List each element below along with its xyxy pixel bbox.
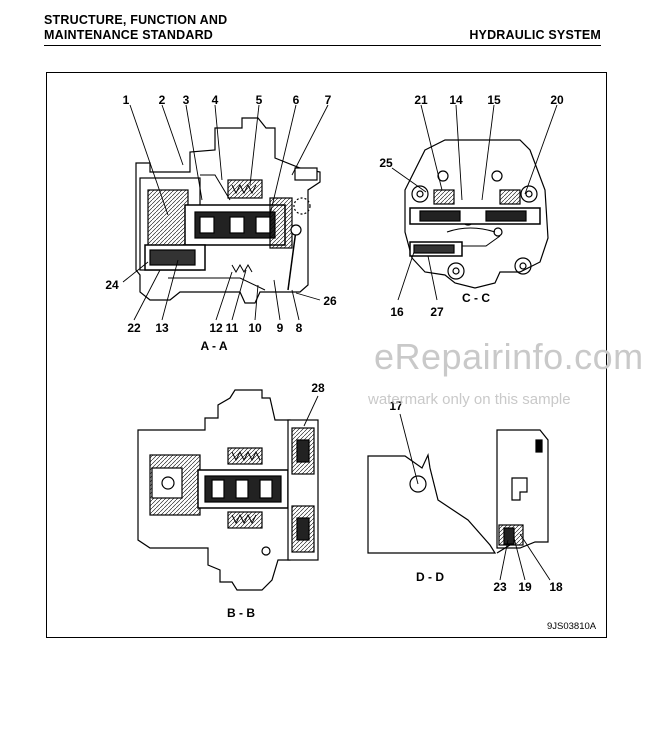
callout-10: 10 [248, 321, 262, 335]
callout-22: 22 [127, 321, 141, 335]
callout-28: 28 [311, 381, 325, 395]
callout-17: 17 [389, 399, 403, 413]
header-rule [44, 45, 601, 46]
callout-4: 4 [212, 93, 219, 107]
callout-24: 24 [105, 278, 119, 292]
header-section-title: STRUCTURE, FUNCTION AND MAINTENANCE STAN… [44, 13, 227, 43]
callout-15: 15 [487, 93, 501, 107]
callout-13: 13 [155, 321, 169, 335]
view-c-c-drawing [404, 139, 549, 289]
watermark-note: watermark only on this sample [368, 391, 571, 408]
header-system-name: HYDRAULIC SYSTEM [469, 28, 601, 42]
callout-9: 9 [277, 321, 284, 335]
view-title-a-a: A - A [200, 339, 227, 353]
view-c-c-leaders [391, 104, 558, 301]
view-d-d-callouts: 17 23 19 18 [389, 399, 563, 594]
callout-21: 21 [414, 93, 428, 107]
view-title-d-d: D - D [416, 570, 444, 584]
header-title-line-1: STRUCTURE, FUNCTION AND [44, 13, 228, 27]
figure-code: 9JS03810A [547, 621, 597, 632]
callout-5: 5 [256, 93, 263, 107]
callout-23: 23 [493, 580, 507, 594]
figure-frame [46, 72, 607, 638]
view-d-d-leaders [399, 413, 551, 581]
callout-6: 6 [293, 93, 300, 107]
callout-20: 20 [550, 93, 564, 107]
callout-7: 7 [325, 93, 332, 107]
view-b-b-leaders [303, 395, 319, 427]
callout-25: 25 [379, 156, 393, 170]
callout-12: 12 [209, 321, 223, 335]
callout-16: 16 [390, 305, 404, 319]
callout-2: 2 [159, 93, 166, 107]
callout-26: 26 [323, 294, 337, 308]
view-b-b-callouts: 28 [311, 381, 325, 395]
callout-27: 27 [430, 305, 444, 319]
view-a-a-leaders [122, 104, 329, 321]
callout-8: 8 [296, 321, 303, 335]
header-title-line-2: MAINTENANCE STANDARD [44, 28, 214, 42]
callout-19: 19 [518, 580, 532, 594]
view-a-a-drawing [135, 117, 321, 304]
callout-11: 11 [226, 321, 239, 335]
callout-3: 3 [183, 93, 190, 107]
view-a-a-callouts: 1 2 3 4 5 6 7 24 22 13 12 11 10 9 8 26 [105, 93, 337, 335]
view-title-c-c: C - C [462, 291, 490, 305]
view-c-c-callouts: 21 14 15 20 25 16 27 [379, 93, 564, 319]
callout-14: 14 [449, 93, 463, 107]
watermark-site: eRepairinfo.com [374, 336, 644, 377]
callout-18: 18 [549, 580, 563, 594]
view-d-d-drawing [367, 429, 549, 554]
callout-1: 1 [123, 93, 130, 107]
view-title-b-b: B - B [227, 606, 255, 620]
view-b-b-drawing [137, 389, 319, 591]
